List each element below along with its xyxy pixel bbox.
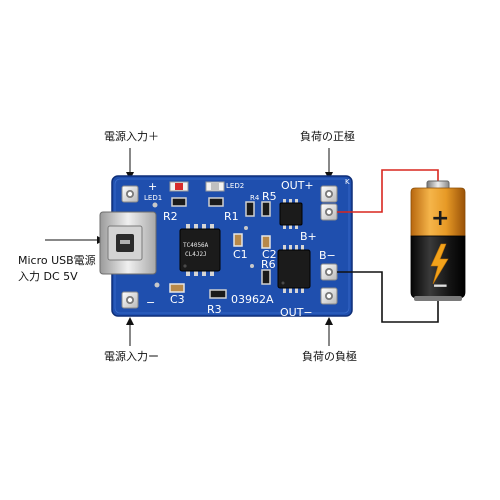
silk-board-id: 03962A [231,293,274,306]
capacitor-c2 [261,235,271,249]
label-load-plus: 負荷の正極 [300,129,355,143]
silk-c2: C2 [262,248,277,261]
silk-c1: C1 [233,248,248,261]
wire-negative [337,271,439,323]
silk-minus: − [146,296,155,309]
lightning-bolt-icon [430,243,449,285]
charger-board: TC4056A CL4J2J [99,175,353,319]
resistor-r2 [171,197,187,207]
battery-minus-icon: − [432,273,449,297]
protection-ic [279,199,303,229]
arrow-load-plus [325,148,333,180]
silk-b-plus: B+ [300,230,317,243]
micro-usb-port [99,211,157,275]
battery: + − [410,180,466,301]
wire-positive [337,169,439,213]
silk-led2: LED2 [226,182,244,190]
resistor-r6 [261,269,271,285]
pad-out-minus [320,287,338,305]
silk-plus: + [148,180,157,193]
silk-r2: R2 [163,210,178,223]
pad-input-minus [121,291,139,309]
silk-out-minus: OUT− [280,306,313,319]
silk-c3: C3 [170,293,185,306]
label-usb-line1: Micro USB電源 [18,253,96,267]
led1 [169,181,189,192]
arrow-load-minus [325,317,333,346]
label-usb-line2: 入力 DC 5V [18,270,78,283]
charger-ic: TC4056A CL4J2J [179,224,221,276]
silk-b-minus: B− [319,249,336,262]
mosfet-ic [277,245,311,293]
pad-b-minus [320,263,338,281]
pad-input-plus [121,185,139,203]
arrow-input-minus [126,317,134,346]
silk-r6: R6 [261,258,276,271]
arrow-input-plus [126,148,134,180]
silk-k: K [345,178,350,186]
resistor-r4 [245,201,255,217]
label-input-plus: 電源入力＋ [104,129,159,143]
capacitor-c1 [233,233,243,247]
battery-plus-icon: + [431,206,449,231]
silk-led1: LED1 [144,194,162,202]
silk-r4: R4 [250,194,260,202]
capacitor-c3 [169,283,185,293]
silk-out-plus: OUT+ [281,179,314,192]
pad-b-plus [320,203,338,221]
silk-r3: R3 [207,303,222,316]
chip-main-line2: CL4J2J [185,251,207,258]
resistor-r5 [261,201,271,217]
label-load-minus: 負荷の負極 [302,349,357,363]
resistor-r1 [208,197,224,207]
silk-r5: R5 [262,190,277,203]
arrow-usb-input [45,236,105,244]
pad-out-plus [320,185,338,203]
chip-main-line1: TC4056A [183,242,209,249]
led2 [205,181,225,192]
silk-r1: R1 [224,210,239,223]
resistor-r3 [209,289,227,299]
label-input-minus: 電源入力ー [104,349,159,363]
